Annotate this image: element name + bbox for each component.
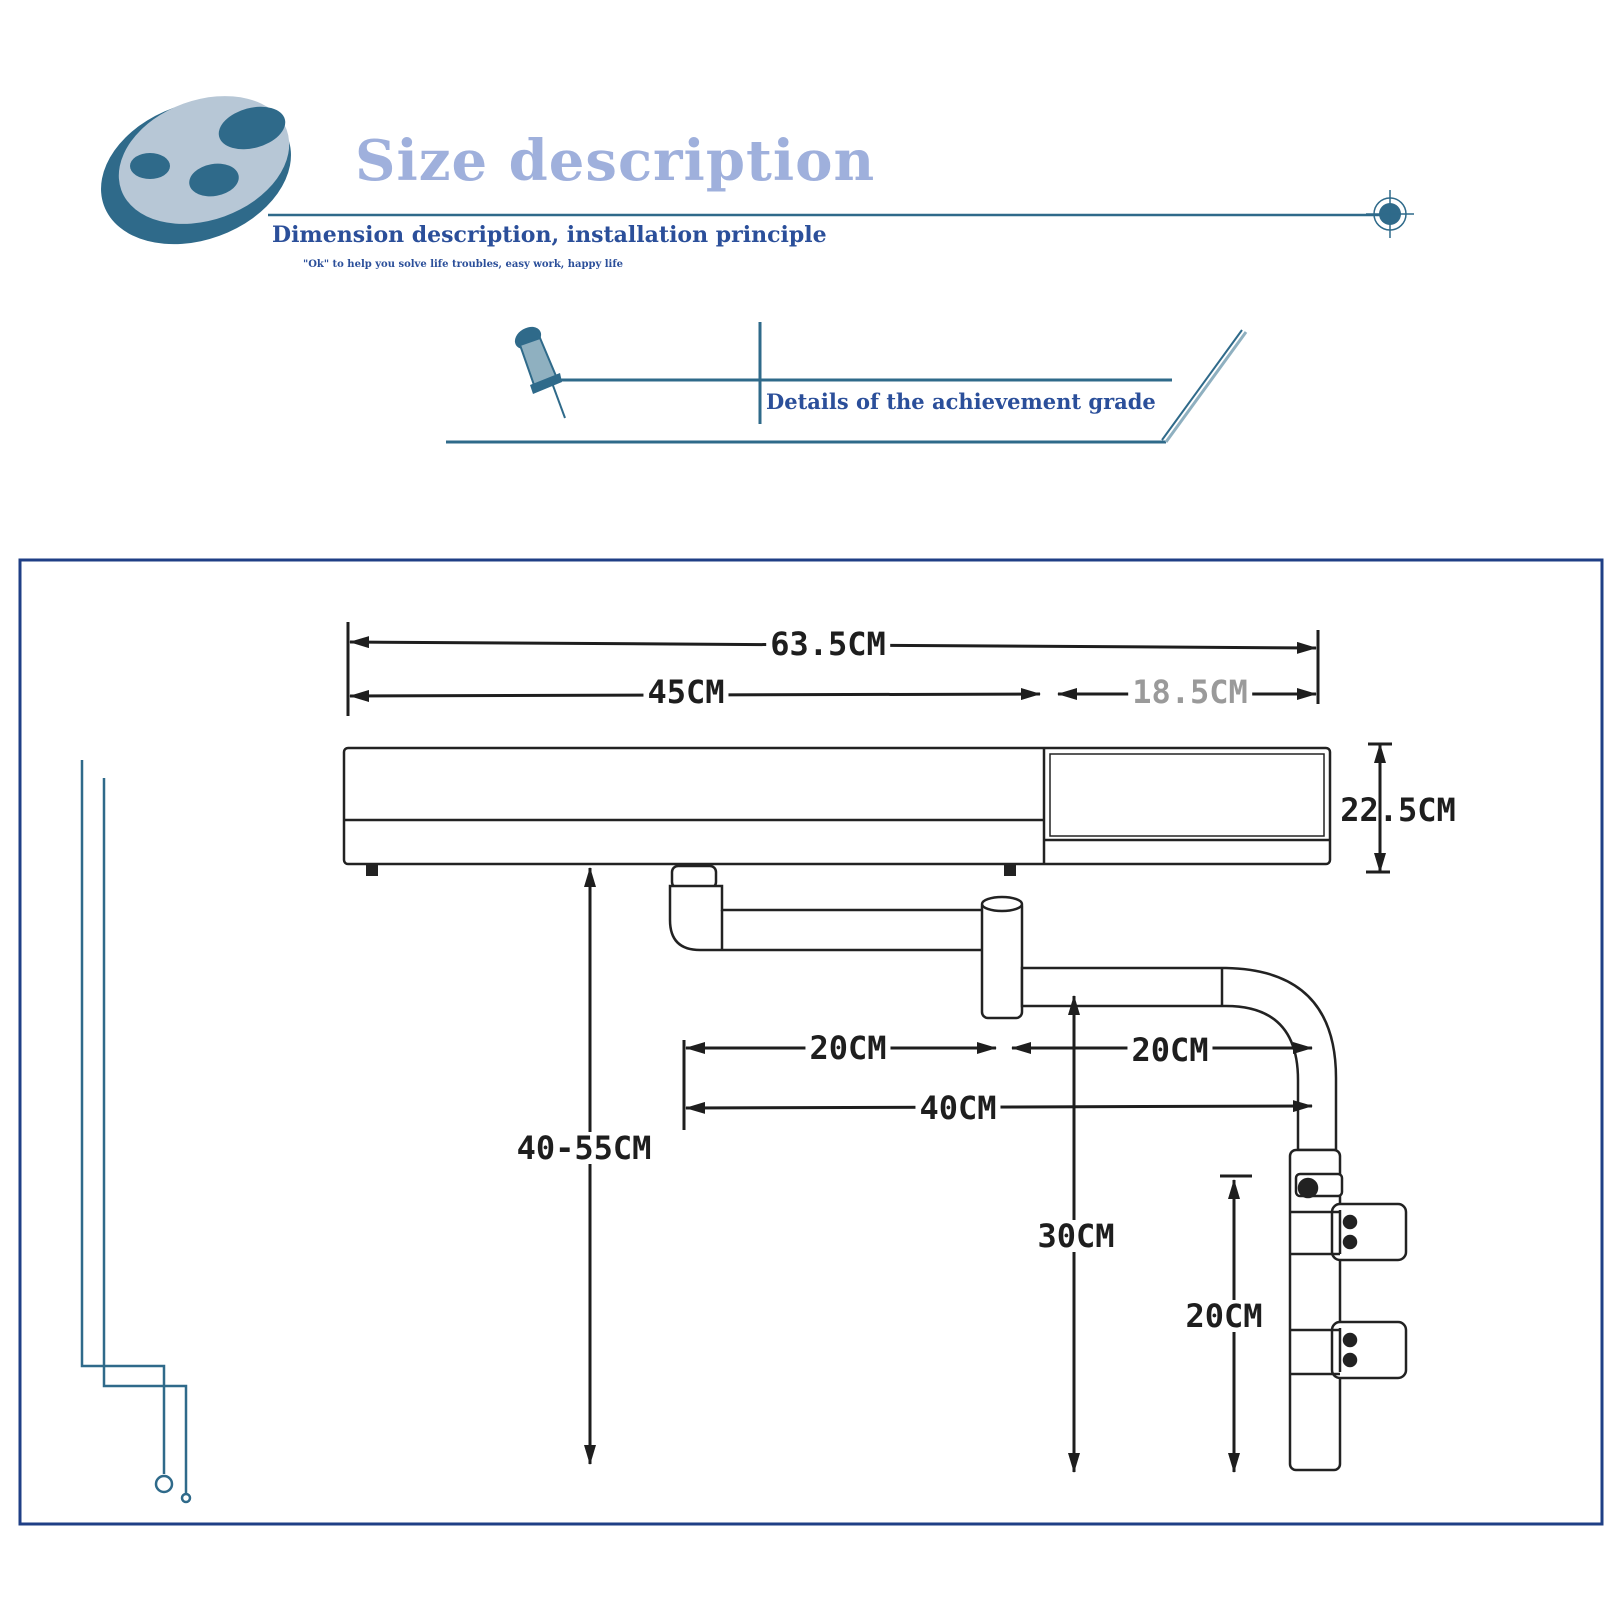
crosshair-target-icon [1366,190,1414,238]
dim-label-tray-height: 22.5CM [1340,791,1456,829]
page-subtitle: Dimension description, installation prin… [272,222,827,248]
dim-label-arm-total: 40CM [915,1092,1001,1124]
dim-label-clamp-spacing: 20CM [1181,1300,1267,1332]
dim-label-height-range: 40-55CM [512,1132,656,1164]
dim-label-arm-segment-1: 20CM [805,1032,891,1064]
push-pin-icon [514,326,566,419]
swing-arm [668,864,1408,1472]
dim-label-arm-segment-2: 20CM [1127,1034,1213,1066]
circuit-trace-icon [80,760,192,1504]
page-title: Size description [355,128,876,194]
section-label: Details of the achievement grade [766,389,1156,414]
page-tagline: "Ok" to help you solve life troubles, ea… [303,259,624,270]
dim-label-overall-width: 63.5CM [766,628,890,660]
tray [342,746,1332,866]
tray-feet [366,864,1016,876]
blue-disc-logo-icon [101,96,291,245]
dim-label-post-height: 30CM [1033,1220,1119,1252]
drawing-frame [18,558,1604,1526]
dim-label-end-section: 18.5CM [1128,676,1252,708]
dim-label-arm-section: 45CM [643,676,729,708]
